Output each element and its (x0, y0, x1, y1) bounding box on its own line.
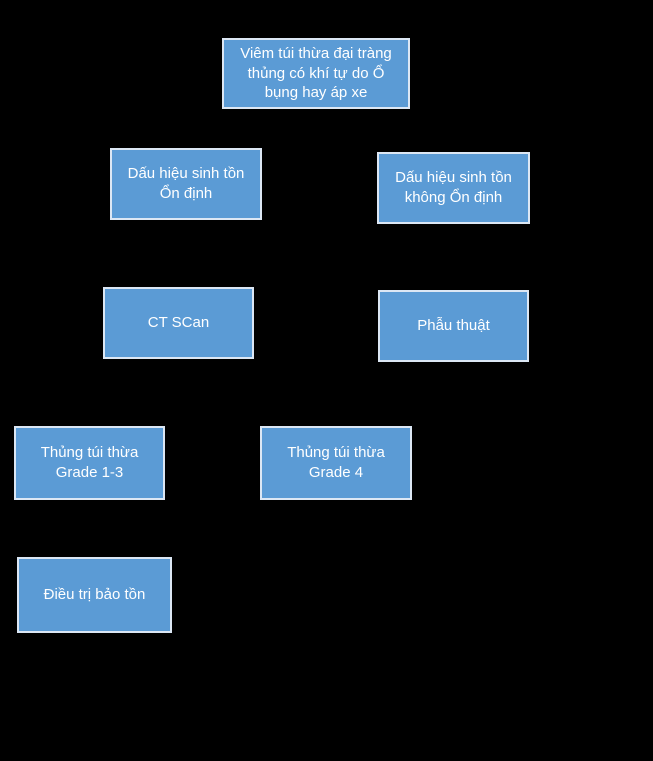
node-conservative-treatment: Điều trị bảo tồn (17, 557, 172, 633)
node-surgery: Phẫu thuật (378, 290, 529, 362)
node-diagnosis: Viêm túi thừa đại tràng thủng có khí tự … (222, 38, 410, 109)
node-perforation-grade-4: Thủng túi thừa Grade 4 (260, 426, 412, 500)
node-vitals-stable: Dấu hiệu sinh tồn Ổn định (110, 148, 262, 220)
node-perforation-grade-1-3: Thủng túi thừa Grade 1-3 (14, 426, 165, 500)
node-vitals-unstable: Dấu hiệu sinh tồn không Ổn định (377, 152, 530, 224)
node-ct-scan: CT SCan (103, 287, 254, 359)
